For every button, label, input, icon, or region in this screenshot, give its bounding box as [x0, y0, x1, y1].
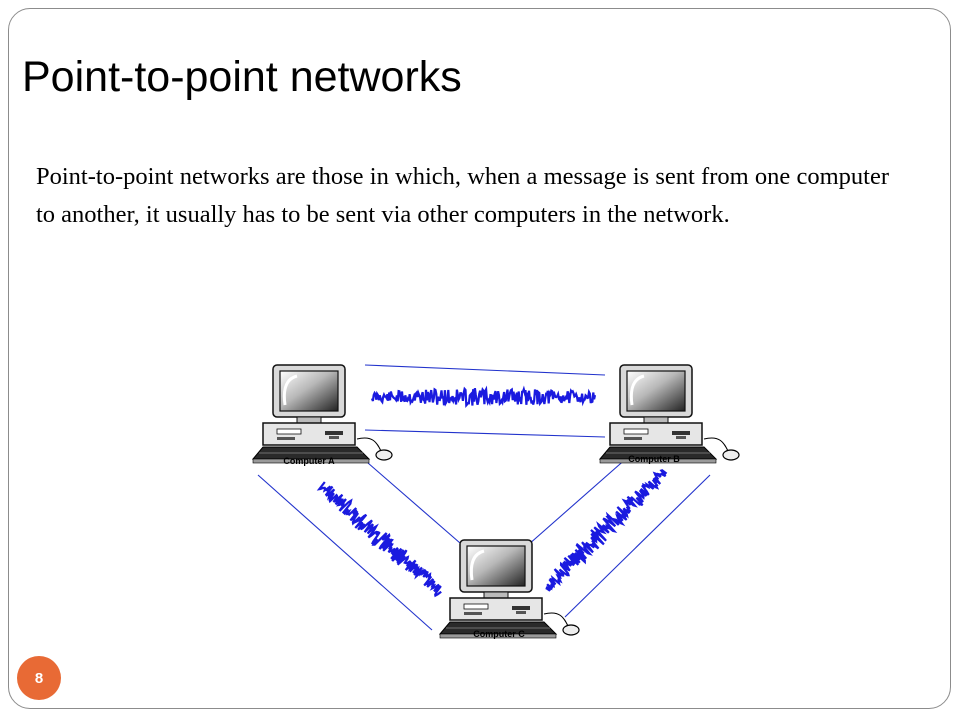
computer-a	[251, 363, 394, 465]
slide-title: Point-to-point networks	[22, 53, 462, 101]
computer-a-label: Computer A	[283, 456, 335, 466]
signal-waves	[316, 385, 668, 598]
slide-body-text: Point-to-point networks are those in whi…	[36, 163, 889, 228]
computer-b	[598, 363, 741, 465]
computer-c-label: Computer C	[473, 629, 525, 639]
link-wires	[257, 364, 711, 631]
computer-b-label: Computer B	[628, 454, 680, 464]
network-diagram: Computer A Computer B Computer C	[251, 363, 741, 640]
computer-c	[438, 538, 581, 640]
page-number-badge: 8	[17, 656, 61, 700]
